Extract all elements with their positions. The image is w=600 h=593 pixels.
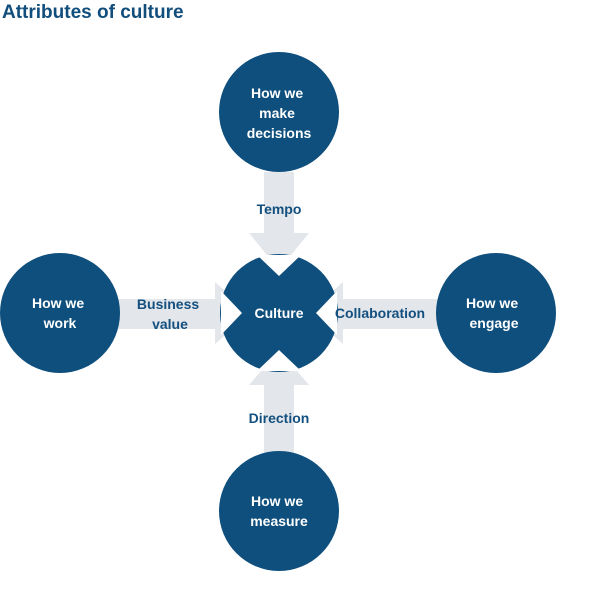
node-right: How we engage [436, 253, 556, 373]
node-top: How we make decisions [219, 52, 339, 172]
node-right-line: engage [469, 315, 518, 331]
svg-text:Business value: Business value [137, 296, 203, 332]
arrow-top-label: Tempo [257, 201, 302, 217]
node-bottom: How we measure [219, 451, 339, 571]
node-bottom-line: How we [251, 493, 303, 509]
node-right-line: How we [466, 295, 518, 311]
node-left-line: How we [32, 295, 84, 311]
arrow-top [249, 172, 309, 270]
node-top-line: make [259, 105, 295, 121]
node-top-line: decisions [247, 125, 312, 141]
svg-text:How we make decisi: How we make decisions [247, 85, 312, 141]
svg-text:How we engage: How we engage [466, 295, 522, 331]
center-node-culture: Culture [220, 254, 338, 372]
svg-text:How we measure: How we measure [250, 493, 308, 529]
arrow-left-label: Business [137, 296, 199, 312]
arrow-left [118, 282, 250, 344]
diagram-title: Attributes of culture [2, 2, 184, 23]
arrow-bottom [249, 350, 309, 455]
svg-text:How we work: How we work [32, 295, 88, 331]
arrow-right [308, 282, 442, 344]
node-bottom-line: measure [250, 513, 308, 529]
node-left-line: work [43, 315, 77, 331]
arrow-right-label: Collaboration [335, 305, 425, 321]
arrow-bottom-label: Direction [249, 410, 310, 426]
node-top-line: How we [251, 85, 303, 101]
arrow-left-label: value [152, 316, 188, 332]
center-label: Culture [255, 305, 304, 321]
node-left: How we work [0, 253, 120, 373]
